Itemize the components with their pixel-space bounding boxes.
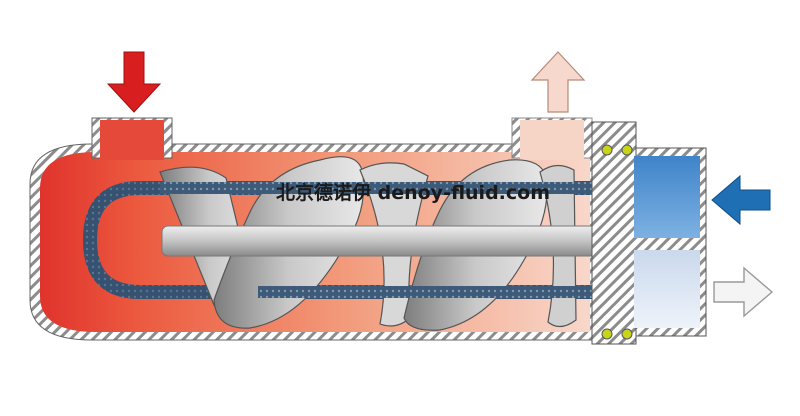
tube-sheet [591,121,637,345]
watermark-text: 北京德诺伊 denoy-fluid.com [276,182,551,204]
seal-ring [601,144,613,156]
cold-inlet-arrow-icon [711,174,771,226]
u-tube-inner [82,181,630,299]
seal-ring [601,328,613,340]
cold-outlet-arrow-icon [713,266,774,318]
cold-inlet-chamber [634,156,700,240]
hot-outlet-arrow-icon [530,51,586,113]
seal-ring [621,144,633,156]
cold-outlet-chamber [634,248,700,328]
seal-ring [621,328,633,340]
central-shaft [161,225,623,257]
hot-inlet-arrow-icon [106,51,162,113]
u-tube-outer [82,181,630,299]
